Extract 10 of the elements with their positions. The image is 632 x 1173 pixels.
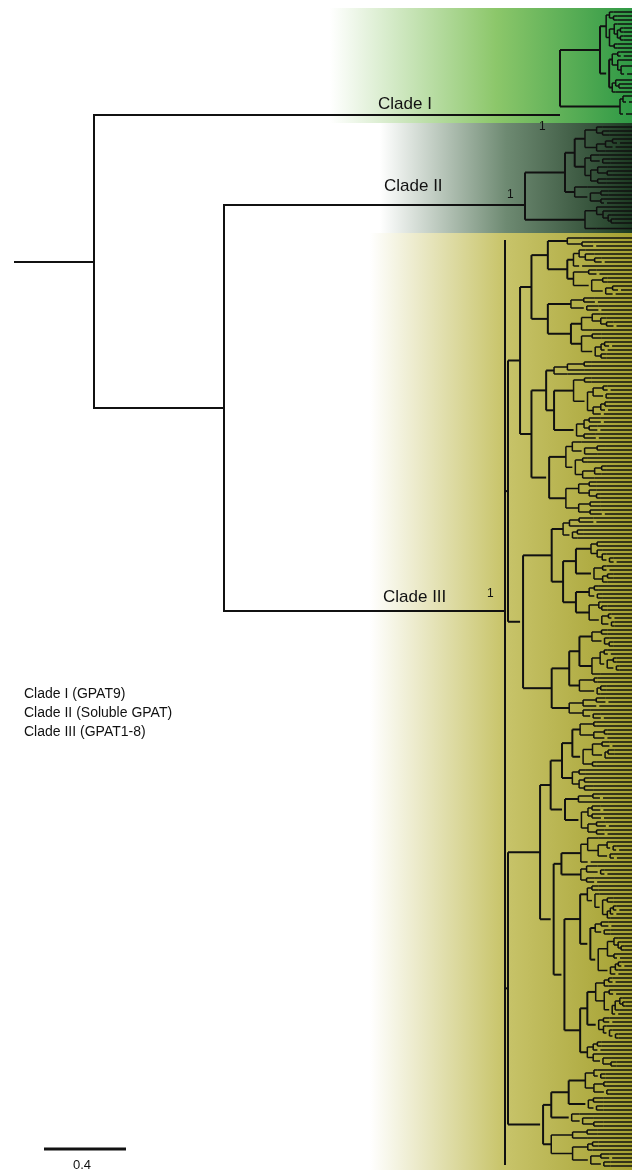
clade-label: Clade I — [378, 95, 432, 112]
scale-value: 0.4 — [73, 1158, 92, 1171]
support-value: 1 — [507, 188, 514, 200]
legend-text: Clade II (Soluble GPAT) — [24, 705, 173, 719]
clade-label: Clade II — [384, 177, 443, 194]
clade-label: Clade III — [383, 588, 447, 605]
support-value: 1 — [487, 587, 494, 599]
legend-text: Clade III (GPAT1-8) — [24, 724, 146, 738]
support-value: 1 — [539, 120, 546, 132]
legend-text: Clade I (GPAT9) — [24, 686, 126, 700]
